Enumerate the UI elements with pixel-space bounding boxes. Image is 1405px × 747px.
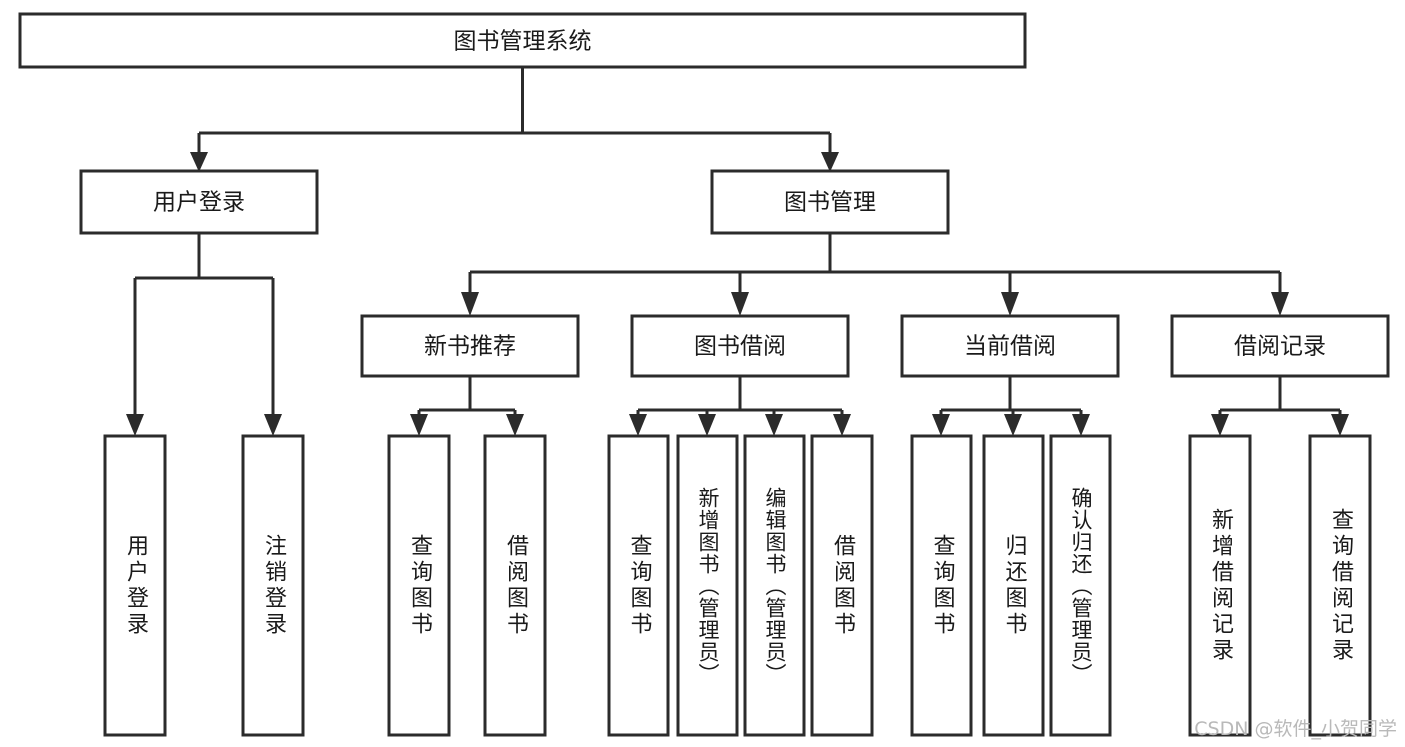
- arrow-to-current-borrow: [1001, 292, 1019, 316]
- node-book-borrow-box[interactable]: [630, 314, 850, 378]
- node-root-label: 图书管理系统: [454, 29, 592, 55]
- nodes-layer: 图书管理系统 用户登录 图书管理 新书推荐 图书借阅 当前借阅 借阅记录: [18, 12, 1390, 737]
- node-user-login-box[interactable]: [79, 169, 319, 235]
- arrow-to-leaf-borrow-book-1: [506, 414, 524, 436]
- node-current-borrow-box[interactable]: [900, 314, 1120, 378]
- arrow-to-leaf-confirm-return: [1072, 414, 1090, 436]
- node-leaf-borrow-book-2-box[interactable]: [810, 434, 874, 737]
- node-book-management-box[interactable]: [710, 169, 950, 235]
- arrow-to-leaf-borrow-book-2: [833, 414, 851, 436]
- node-leaf-query-book-3-box[interactable]: [910, 434, 973, 737]
- node-leaf-add-record-box[interactable]: [1188, 434, 1252, 737]
- node-leaf-user-login-box[interactable]: [103, 434, 167, 737]
- arrow-to-book-borrow: [731, 292, 749, 316]
- node-leaf-edit-book-box[interactable]: [743, 434, 806, 737]
- node-root-box[interactable]: [18, 12, 1027, 69]
- node-leaf-add-book-box[interactable]: [676, 434, 739, 737]
- edges-layer: [126, 67, 1349, 436]
- arrow-to-borrow-record: [1271, 292, 1289, 316]
- node-leaf-confirm-return-box[interactable]: [1049, 434, 1112, 737]
- arrow-to-leaf-edit-book: [765, 414, 783, 436]
- node-leaf-query-book-2-box[interactable]: [607, 434, 670, 737]
- arrow-to-leaf-user-login: [126, 414, 144, 436]
- node-new-book-recommend-label: 新书推荐: [424, 334, 516, 360]
- arrow-to-book-management: [821, 152, 839, 172]
- arrow-to-leaf-query-book-1: [410, 414, 428, 436]
- edge-borrowrecord-to-bus: [1218, 376, 1342, 418]
- edge-bookborrow-to-bus: [636, 376, 844, 418]
- arrow-to-leaf-add-book: [698, 414, 716, 436]
- node-book-management-label: 图书管理: [784, 190, 876, 216]
- node-user-login-label: 用户登录: [153, 190, 245, 216]
- edge-currentborrow-to-bus: [939, 376, 1083, 418]
- node-book-borrow-label: 图书借阅: [694, 334, 786, 360]
- node-leaf-return-book-box[interactable]: [982, 434, 1045, 737]
- node-borrow-record-label: 借阅记录: [1234, 334, 1326, 360]
- arrow-to-leaf-query-record: [1331, 414, 1349, 436]
- node-leaf-query-book-1-box[interactable]: [387, 434, 451, 737]
- node-leaf-query-record-box[interactable]: [1308, 434, 1372, 737]
- node-borrow-record-box[interactable]: [1170, 314, 1390, 378]
- node-current-borrow-label: 当前借阅: [964, 334, 1056, 360]
- arrow-to-leaf-query-book-2: [629, 414, 647, 436]
- edge-root-to-bus: [197, 67, 832, 156]
- edge-userlogin-to-bus: [133, 233, 275, 418]
- arrow-to-leaf-query-book-3: [932, 414, 950, 436]
- edge-newbook-to-bus: [417, 376, 517, 418]
- node-new-book-recommend-box[interactable]: [360, 314, 580, 378]
- node-leaf-borrow-book-1-box[interactable]: [483, 434, 547, 737]
- arrow-to-leaf-add-record: [1211, 414, 1229, 436]
- arrow-to-leaf-return-book: [1004, 414, 1022, 436]
- arrow-to-user-login: [190, 152, 208, 172]
- edge-bookmgmt-to-bus: [468, 233, 1282, 296]
- arrow-to-new-book-recommend: [461, 292, 479, 316]
- arrow-to-leaf-logout-login: [264, 414, 282, 436]
- node-leaf-logout-login-box[interactable]: [241, 434, 305, 737]
